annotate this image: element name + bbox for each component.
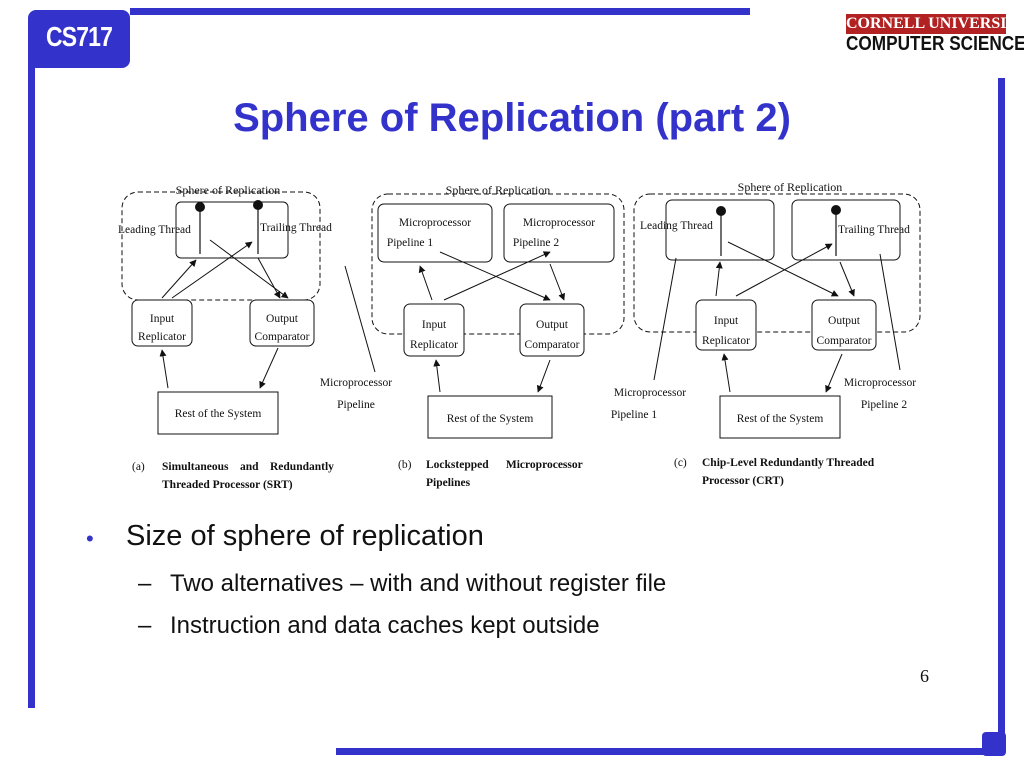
rest-label-a: Rest of the System xyxy=(175,408,262,420)
pipe2-line2-b: Pipeline 2 xyxy=(513,237,560,249)
leading-core-c xyxy=(665,199,775,261)
leading-thread-label-c: Leading Thread xyxy=(640,220,713,232)
pipe1-line2-b: Pipeline 1 xyxy=(387,237,434,249)
bullet-dash-icon: – xyxy=(138,612,152,639)
input-replicator-c xyxy=(695,299,757,351)
pipe2-line1-c: Microprocessor xyxy=(844,377,916,389)
logo-university: CORNELL UNIVERSITY xyxy=(846,14,1006,34)
input-replicator-b xyxy=(403,303,465,357)
trailing-dot-a xyxy=(253,200,263,210)
pipeline-2-box-b xyxy=(503,203,615,263)
trailing-thread-label-a: Trailing Thread xyxy=(260,222,332,234)
bullet-dash-icon: – xyxy=(138,570,152,597)
caption-letter-a: (a) xyxy=(132,461,145,473)
caption-line1-a: Simultaneous and Redundantly xyxy=(162,461,334,473)
processor-box-a xyxy=(175,201,289,259)
leading-thread-label-a: Leading Thread xyxy=(118,224,191,236)
top-rule xyxy=(130,8,750,15)
bottom-rule xyxy=(336,748,986,755)
input-line1-a: Input xyxy=(150,313,175,325)
slide-title: Sphere of Replication (part 2) xyxy=(233,96,791,140)
caption-line2-b: Pipelines xyxy=(426,477,471,489)
rest-of-system-c xyxy=(719,395,841,439)
leading-dot-a xyxy=(195,202,205,212)
rest-of-system-b xyxy=(427,395,553,439)
left-rule xyxy=(28,60,35,708)
caption-line2-a: Threaded Processor (SRT) xyxy=(162,479,293,491)
rest-label-c: Rest of the System xyxy=(737,413,824,425)
bullet-main-text: Size of sphere of replication xyxy=(126,520,484,552)
caption-letter-b: (b) xyxy=(398,459,412,471)
caption-letter-c: (c) xyxy=(674,457,687,469)
leading-dot-c xyxy=(716,206,726,216)
panel-a: Sphere of Replication Leading Thread Tra… xyxy=(118,183,392,491)
course-label: CS717 xyxy=(45,21,113,52)
rest-label-b: Rest of the System xyxy=(447,413,534,425)
pipe1-line1-c: Microprocessor xyxy=(614,387,686,399)
output-comparator-b xyxy=(519,303,585,357)
sphere-label-c: Sphere of Replication xyxy=(738,180,843,194)
pipeline-line2-a: Pipeline xyxy=(337,399,375,411)
rest-of-system-a xyxy=(157,391,279,435)
sphere-label-b: Sphere of Replication xyxy=(446,183,551,197)
output-line1-a: Output xyxy=(266,313,299,325)
output-line2-a: Comparator xyxy=(255,331,310,343)
bullet-sub-1-text: Two alternatives – with and without regi… xyxy=(170,570,667,597)
pipe2-line2-c: Pipeline 2 xyxy=(861,399,908,411)
pipe1-line2-c: Pipeline 1 xyxy=(611,409,658,421)
pipe2-line1-b: Microprocessor xyxy=(523,217,595,229)
input-line1-c: Input xyxy=(714,315,739,327)
sphere-of-replication-figure: Sphere of Replication Leading Thread Tra… xyxy=(118,180,921,491)
course-tab xyxy=(28,10,130,68)
trailing-thread-label-c: Trailing Thread xyxy=(838,224,910,236)
output-comparator-c xyxy=(811,299,877,351)
trailing-core-c xyxy=(791,199,901,261)
input-line1-b: Input xyxy=(422,319,447,331)
sphere-boundary-a xyxy=(121,191,321,301)
pipeline-line1-a: Microprocessor xyxy=(320,377,392,389)
caption-line1-b: Lockstepped Microprocessor xyxy=(426,459,583,471)
input-line2-b: Replicator xyxy=(410,339,458,351)
panel-c: Sphere of Replication Leading Thread Tra… xyxy=(611,180,921,487)
caption-line2-c: Processor (CRT) xyxy=(702,475,784,487)
output-line2-b: Comparator xyxy=(525,339,580,351)
trailing-dot-c xyxy=(831,205,841,215)
caption-line1-c: Chip-Level Redundantly Threaded xyxy=(702,457,875,469)
sphere-label-a: Sphere of Replication xyxy=(176,183,281,197)
corner-block xyxy=(982,732,1006,756)
page-number: 6 xyxy=(920,666,929,686)
logo-computer-science: COMPUTER SCIENCE xyxy=(846,33,1024,55)
pipeline-1-box-b xyxy=(377,203,493,263)
input-line2-a: Replicator xyxy=(138,331,186,343)
input-replicator-a xyxy=(131,299,193,347)
bullet-sub-2-text: Instruction and data caches kept outside xyxy=(170,612,600,639)
panel-b: Sphere of Replication Microprocessor Pip… xyxy=(371,183,625,489)
pipe1-line1-b: Microprocessor xyxy=(399,217,471,229)
right-rule xyxy=(998,78,1005,738)
output-line1-b: Output xyxy=(536,319,569,331)
output-comparator-a xyxy=(249,299,315,347)
sphere-boundary-b xyxy=(371,193,625,335)
bullet-dot-icon: • xyxy=(86,526,94,551)
output-line2-c: Comparator xyxy=(817,335,872,347)
sphere-boundary-c xyxy=(633,193,921,333)
input-line2-c: Replicator xyxy=(702,335,750,347)
output-line1-c: Output xyxy=(828,315,861,327)
